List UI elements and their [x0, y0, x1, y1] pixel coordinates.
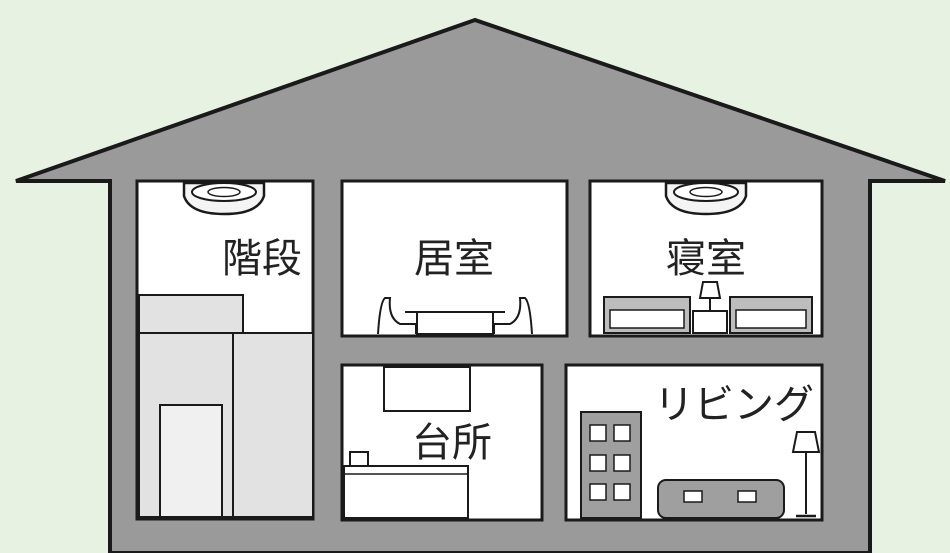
- room-living: 居室: [340, 179, 569, 338]
- room-stairs: 階段: [135, 179, 315, 521]
- room-kitchen: 台所: [340, 363, 544, 522]
- smoke-detector-icon: [182, 181, 266, 216]
- smoke-detector-icon: [664, 181, 748, 216]
- room-label-living: 居室: [414, 236, 494, 282]
- room-label-stairs: 階段: [222, 236, 302, 282]
- stairs-icon: [138, 294, 314, 518]
- room-label-kitchen: 台所: [412, 420, 492, 466]
- room-label-bedroom: 寝室: [666, 236, 746, 282]
- kitchen-counter-icon: [343, 366, 471, 519]
- sofa-icon: [657, 479, 785, 519]
- beds-lamp-icon: [603, 281, 813, 334]
- room-lounge: リビング: [564, 363, 824, 522]
- tv-cabinet-icon: [580, 411, 642, 519]
- room-label-lounge: リビング: [654, 382, 814, 428]
- table-chairs-icon: [377, 297, 533, 335]
- floor-lamp-icon: [791, 431, 821, 518]
- room-bedroom: 寝室: [588, 179, 824, 338]
